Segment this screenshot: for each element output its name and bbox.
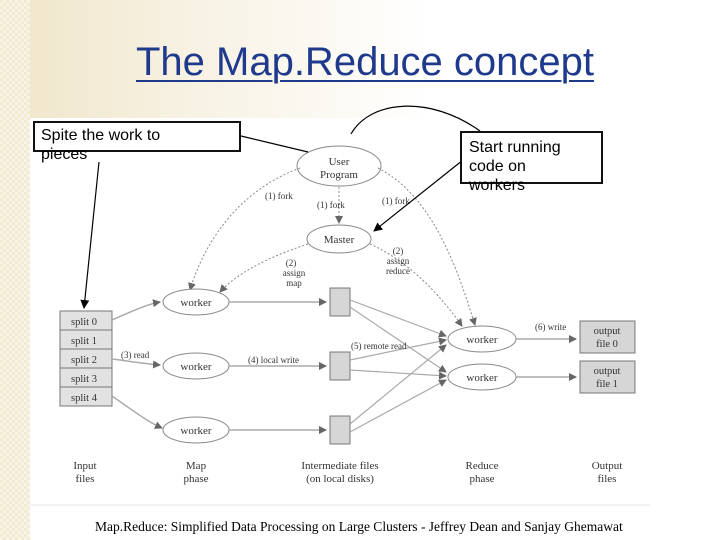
- callout-start-line-2: code on: [469, 158, 526, 175]
- split-label: split 4: [71, 393, 98, 404]
- callout-start-line-3: workers: [469, 177, 526, 194]
- output-file-1: [579, 360, 636, 394]
- callout-split-line-2: pieces: [41, 146, 88, 163]
- callout-arrow-to-master: [373, 159, 464, 232]
- read-label: (3) read: [121, 350, 150, 360]
- slide-title: The Map.Reduce concept: [135, 40, 595, 84]
- intermediate-file: [329, 415, 351, 445]
- callout-split-work: Spite the work to pieces: [33, 121, 241, 163]
- callout-connector-split: [240, 135, 309, 153]
- output-file-0: [579, 320, 636, 354]
- phase-label-map-1: Map: [186, 460, 207, 472]
- phase-label-intermediate-2: (on local disks): [306, 473, 374, 485]
- output-file-label: file 0: [596, 339, 618, 350]
- remote-read-arrow: [349, 299, 447, 338]
- callout-arrow-to-splits: [80, 161, 100, 309]
- phase-label-map-2: phase: [183, 473, 208, 485]
- fork-arrow-right: [377, 167, 477, 326]
- fork-arrow-left: [188, 167, 301, 291]
- write-label: (6) write: [535, 322, 566, 332]
- output-file-label: output: [594, 326, 621, 337]
- local-write-label: (4) local write: [248, 355, 299, 365]
- remote-read-arrow: [349, 369, 447, 380]
- assign-map-label-1: (2): [286, 258, 297, 268]
- phase-label-output-2: files: [598, 473, 617, 485]
- phase-label-intermediate-1: Intermediate files: [301, 460, 378, 472]
- phase-label-output-1: Output: [592, 460, 623, 472]
- assign-map-arrow: [219, 243, 309, 293]
- assign-reduce-arrow: [369, 243, 463, 327]
- user-program-label-2: Program: [320, 169, 358, 181]
- remote-read-label: (5) remote read: [351, 341, 407, 351]
- split4-to-worker-arrow: [111, 395, 163, 429]
- fork-label-right: (1) fork: [382, 196, 410, 206]
- master-label: Master: [324, 234, 355, 246]
- assign-map-label-2: assign: [283, 268, 306, 278]
- map-worker-label: worker: [180, 425, 211, 437]
- intermediate-file: [329, 287, 351, 317]
- split-label: split 1: [71, 336, 97, 347]
- callout-split-line-1: Spite the work to: [41, 127, 161, 144]
- split0-to-worker-arrow: [111, 299, 161, 321]
- assign-reduce-label-3: reduce: [386, 266, 410, 276]
- slide-footer-citation: Map.Reduce: Simplified Data Processing o…: [95, 519, 623, 534]
- assign-reduce-label-1: (2): [393, 246, 404, 256]
- reduce-worker-label: worker: [466, 334, 497, 346]
- background-band-top: [0, 0, 720, 118]
- intermediate-file: [329, 351, 351, 381]
- input-splits: split 0 split 1 split 2 split 3 split 4: [59, 310, 113, 407]
- remote-read-arrow: [349, 379, 447, 433]
- output-file-label: output: [594, 366, 621, 377]
- split2-to-worker-arrow: [111, 358, 161, 369]
- map-worker-label: worker: [180, 361, 211, 373]
- user-program-node: [296, 145, 382, 187]
- fork-label-left: (1) fork: [265, 191, 293, 201]
- reduce-worker-label: worker: [466, 372, 497, 384]
- split-label: split 3: [71, 374, 97, 385]
- callout-start-line-1: Start running: [469, 139, 561, 156]
- fork-label-center: (1) fork: [317, 200, 345, 210]
- master-node: [306, 224, 372, 254]
- assign-reduce-label-2: assign: [387, 256, 410, 266]
- output-file-label: file 1: [596, 379, 618, 390]
- phase-label-input-2: files: [76, 473, 95, 485]
- phase-label-input-1: Input: [73, 460, 96, 472]
- remote-read-arrow: [349, 337, 447, 361]
- background-band-left: [0, 0, 30, 540]
- split-label: split 2: [71, 355, 97, 366]
- user-program-label-1: User: [329, 156, 350, 168]
- callout-connector-arc: [350, 105, 481, 135]
- map-worker-label: worker: [180, 297, 211, 309]
- assign-map-label-3: map: [286, 278, 302, 288]
- phase-label-reduce-2: phase: [469, 473, 494, 485]
- phase-label-reduce-1: Reduce: [466, 460, 499, 472]
- remote-read-arrow: [349, 344, 447, 425]
- callout-start-running: Start running code on workers: [460, 131, 603, 194]
- split-label: split 0: [71, 317, 97, 328]
- remote-read-arrow: [349, 306, 447, 373]
